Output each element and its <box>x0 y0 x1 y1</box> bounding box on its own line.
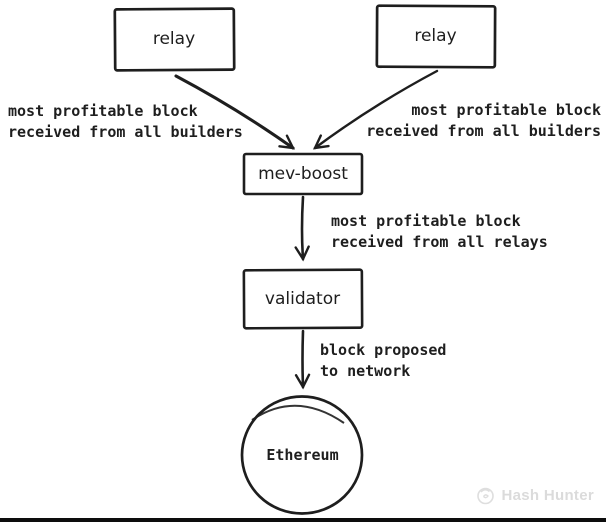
edge-label-line: received from all builders <box>8 123 243 141</box>
edge-label-relay-right-to-mev: most profitable block received from all … <box>366 100 601 142</box>
edge-label-line: to network <box>320 362 411 380</box>
arrow-mev-to-validator <box>294 195 310 262</box>
relay-right-box <box>375 4 497 69</box>
hash-hunter-logo-icon <box>476 487 494 505</box>
watermark-text: Hash Hunter <box>501 487 594 504</box>
edge-label-line: received from all relays <box>331 233 548 251</box>
ethereum-circle <box>240 395 364 515</box>
arrow-validator-to-ethereum <box>294 329 311 390</box>
edge-label-line: received from all builders <box>366 122 601 140</box>
edge-label-mev-to-validator: most profitable block received from all … <box>331 211 548 253</box>
bottom-border-bar <box>0 517 606 522</box>
edge-label-line: most profitable block <box>331 212 521 230</box>
edge-label-line: block proposed <box>320 341 447 359</box>
edge-label-line: most profitable block <box>411 101 601 119</box>
arrow-relay-right-to-mev <box>312 69 439 150</box>
validator-box <box>242 268 364 330</box>
arrow-relay-left-to-mev <box>174 74 296 150</box>
relay-left-box <box>113 7 236 72</box>
watermark: Hash Hunter <box>475 485 594 506</box>
edge-label-relay-left-to-mev: most profitable block received from all … <box>8 101 243 143</box>
ethereum-circle-overdraw <box>251 404 345 424</box>
edge-label-validator-to-network: block proposed to network <box>320 340 446 382</box>
edge-label-line: most profitable block <box>8 102 198 120</box>
mev-boost-box <box>242 152 364 196</box>
